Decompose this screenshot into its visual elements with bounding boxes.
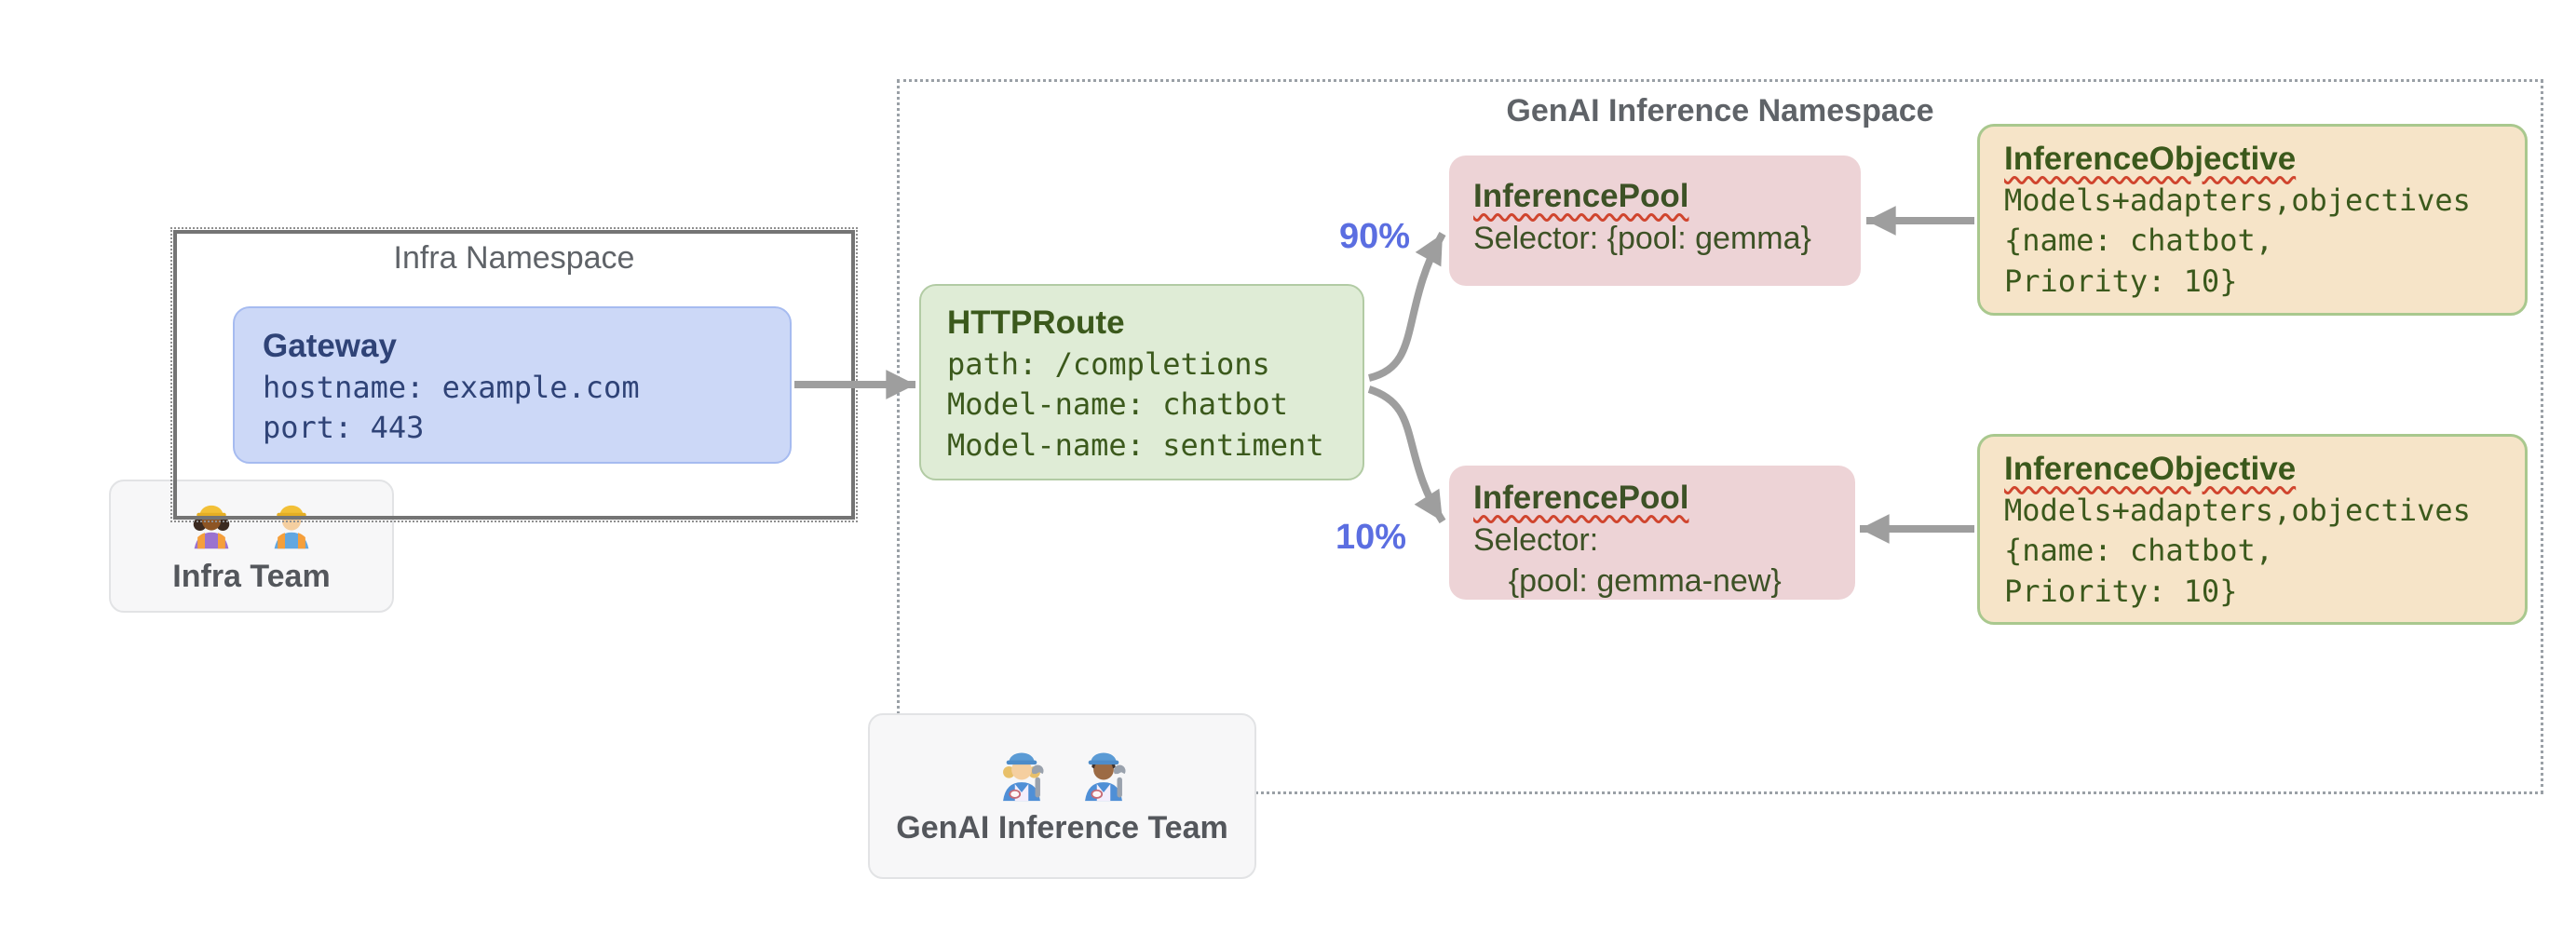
- inference-pool-gemma-new-node: InferencePool Selector: {pool: gemma-new…: [1449, 466, 1855, 600]
- inference-objective-top-title: InferenceObjective: [2004, 138, 2501, 181]
- infra-team-icons: [185, 497, 318, 551]
- httproute-path-line: path: /completions: [947, 345, 1270, 382]
- traffic-split-10-label: 10%: [1335, 518, 1407, 557]
- httproute-model-sentiment-line: Model-name: sentiment: [947, 426, 1324, 463]
- inference-objective-top-priority-line: Priority: 10}: [2004, 263, 2238, 299]
- inference-pool-gemma-title: InferencePool: [1473, 175, 1837, 218]
- genai-namespace-title: GenAI Inference Namespace: [1506, 93, 1934, 128]
- gateway-hostname-line: hostname: example.com: [263, 369, 640, 405]
- inference-pool-gemma-new-selector-value-line: {pool: gemma-new}: [1473, 562, 1782, 599]
- genai-team-card: GenAI Inference Team: [868, 713, 1256, 879]
- infra-namespace-title: Infra Namespace: [393, 240, 635, 276]
- genai-namespace-box: [897, 79, 2543, 794]
- inference-pool-gemma-title-text: InferencePool: [1473, 178, 1689, 214]
- gateway-node: Gateway hostname: example.com port: 443: [233, 306, 792, 464]
- inference-objective-top-title-text: InferenceObjective: [2004, 141, 2297, 177]
- man-construction-worker-icon: [274, 505, 309, 549]
- inference-objective-bottom-priority-line: Priority: 10}: [2004, 573, 2238, 609]
- inference-objective-bottom-title: InferenceObjective: [2004, 448, 2501, 491]
- httproute-node: HTTPRoute path: /completions Model-name:…: [919, 284, 1364, 480]
- woman-construction-worker-icon: [193, 505, 230, 549]
- inference-objective-bottom-title-text: InferenceObjective: [2004, 451, 2297, 487]
- inference-pool-gemma-node: InferencePool Selector: {pool: gemma}: [1449, 156, 1861, 286]
- inference-pool-gemma-selector-line: Selector: {pool: gemma}: [1473, 220, 1811, 256]
- infra-team-card: Infra Team: [109, 480, 394, 613]
- httproute-title: HTTPRoute: [947, 304, 1125, 341]
- inference-objective-bottom-models-line: Models+adapters,objectives: [2004, 492, 2471, 528]
- inference-pool-gemma-new-title: InferencePool: [1473, 477, 1831, 520]
- inference-objective-top-node: InferenceObjective Models+adapters,objec…: [1977, 124, 2528, 316]
- genai-team-icons: [995, 747, 1131, 803]
- man-mechanic-icon: [1084, 751, 1126, 801]
- inference-objective-top-name-line: {name: chatbot,: [2004, 223, 2273, 259]
- woman-mechanic-icon: [1002, 751, 1044, 801]
- inference-objective-top-models-line: Models+adapters,objectives: [2004, 182, 2471, 218]
- gateway-port-line: port: 443: [263, 410, 425, 446]
- inference-objective-bottom-name-line: {name: chatbot,: [2004, 533, 2273, 569]
- httproute-model-chatbot-line: Model-name: chatbot: [947, 386, 1289, 423]
- inference-pool-gemma-new-selector-line: Selector:: [1473, 521, 1599, 558]
- infra-team-label: Infra Team: [172, 559, 331, 594]
- inference-pool-gemma-new-title-text: InferencePool: [1473, 480, 1689, 516]
- traffic-split-90-label: 90%: [1338, 217, 1410, 256]
- gateway-title: Gateway: [263, 328, 397, 364]
- inference-objective-bottom-node: InferenceObjective Models+adapters,objec…: [1977, 434, 2528, 625]
- genai-team-label: GenAI Inference Team: [896, 809, 1228, 845]
